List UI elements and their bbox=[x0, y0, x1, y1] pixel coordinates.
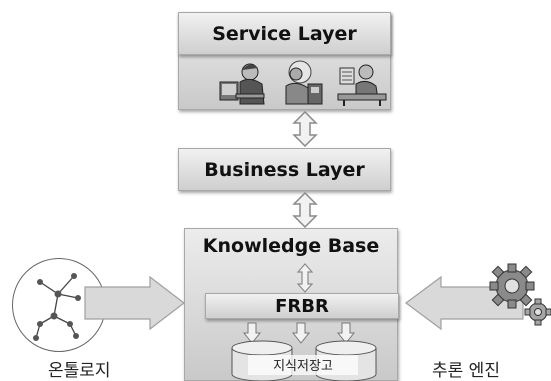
service-layer-title: Service Layer bbox=[178, 12, 391, 55]
double-arrow-kb-frbr bbox=[297, 263, 313, 293]
business-layer: Business Layer bbox=[178, 148, 391, 191]
person-at-desk-icon bbox=[337, 64, 387, 106]
network-graph-icon bbox=[33, 273, 81, 341]
person-at-computer-icon bbox=[219, 63, 265, 105]
double-arrow-business-knowledge bbox=[292, 192, 318, 228]
service-layer-label: Service Layer bbox=[212, 22, 357, 45]
knowledge-base-title: Knowledge Base bbox=[184, 230, 398, 262]
ontology-arrow bbox=[84, 275, 185, 331]
gears-icon bbox=[489, 263, 551, 326]
frbr-label: FRBR bbox=[275, 295, 329, 317]
storage-label: 지식저장고 bbox=[248, 355, 358, 375]
knowledge-base-label: Knowledge Base bbox=[202, 235, 380, 257]
frbr-box: FRBR bbox=[205, 293, 399, 319]
inference-label: 추론 엔진 bbox=[432, 361, 500, 381]
double-arrow-service-business bbox=[292, 111, 318, 147]
person-with-robot-icon bbox=[285, 60, 323, 105]
down-arrow-right-icon bbox=[336, 322, 356, 344]
ontology-label: 온톨로지 bbox=[48, 361, 111, 381]
down-arrows bbox=[242, 322, 356, 344]
storage-label-text: 지식저장고 bbox=[273, 359, 333, 374]
down-arrow-left-icon bbox=[242, 322, 262, 344]
down-arrow-center-icon bbox=[291, 322, 311, 344]
business-layer-label: Business Layer bbox=[204, 158, 365, 181]
